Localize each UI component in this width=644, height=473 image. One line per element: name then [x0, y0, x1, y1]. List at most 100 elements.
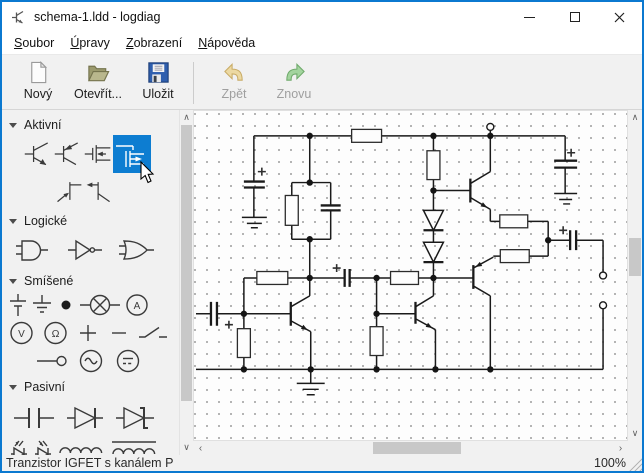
palette-row	[2, 135, 179, 184]
palette-row	[2, 438, 179, 455]
palette-ac-source[interactable]	[76, 348, 106, 374]
palette-diode[interactable]	[65, 400, 105, 436]
toolbar: Nový Otevřít... Uložit Zpět	[2, 54, 642, 110]
palette-igfet-n-channel[interactable]	[83, 137, 113, 171]
new-button[interactable]: Nový	[8, 59, 68, 101]
palette-photodiode[interactable]	[34, 438, 52, 455]
zoom-level: 100%	[594, 456, 626, 470]
palette-scrollbar-thumb[interactable]	[181, 125, 192, 401]
collapse-arrow-icon	[9, 218, 17, 224]
maximize-icon	[569, 12, 580, 22]
new-label: Nový	[23, 87, 53, 101]
palette-inductor-core[interactable]	[110, 438, 158, 455]
minimize-button[interactable]	[507, 2, 552, 32]
palette-jfet-p[interactable]	[84, 175, 114, 207]
scroll-up-icon[interactable]: ∧	[183, 112, 190, 122]
menubar: Soubor Úpravy Zobrazení Nápověda	[2, 32, 642, 54]
redo-label: Znovu	[276, 87, 312, 101]
canvas-area: ∧ ∨ ‹ ›	[193, 110, 642, 455]
main-area: Aktivní	[2, 110, 642, 455]
palette-inductor[interactable]	[58, 438, 104, 455]
menu-zobrazeni[interactable]: Zobrazení	[125, 36, 183, 50]
section-aktivni[interactable]: Aktivní	[2, 113, 179, 135]
open-folder-icon	[87, 65, 110, 82]
canvas-vscrollbar-thumb[interactable]	[629, 238, 641, 276]
undo-label: Zpět	[221, 87, 247, 101]
palette-row	[2, 347, 179, 375]
palette-battery-cell[interactable]	[8, 292, 28, 318]
scroll-down-icon[interactable]: ∨	[631, 428, 639, 438]
scroll-up-icon[interactable]: ∧	[631, 112, 639, 122]
collapse-arrow-icon	[9, 122, 17, 128]
window-controls	[507, 2, 642, 32]
canvas-hscrollbar-thumb[interactable]	[373, 442, 461, 454]
palette-led[interactable]	[10, 438, 28, 455]
status-message: Tranzistor IGFET s kanálem P	[6, 456, 174, 470]
menu-soubor[interactable]: Soubor	[14, 36, 55, 50]
open-button[interactable]: Otevřít...	[68, 59, 128, 101]
palette-ammeter[interactable]: A	[124, 292, 150, 318]
palette-terminal[interactable]	[35, 348, 69, 374]
titlebar: schema-1.ldd - logdiag	[2, 2, 642, 32]
canvas-horizontal-scrollbar[interactable]: ‹ ›	[193, 441, 628, 455]
section-logicke[interactable]: Logické	[2, 209, 179, 231]
menu-upravy[interactable]: Úpravy	[70, 36, 110, 50]
palette-or-gate[interactable]	[116, 235, 160, 265]
statusbar: Tranzistor IGFET s kanálem P 100%	[2, 455, 642, 471]
palette-dc-source[interactable]	[113, 348, 143, 374]
palette-igfet-p-channel[interactable]	[113, 135, 155, 184]
close-icon	[614, 12, 625, 22]
save-floppy-icon	[147, 62, 169, 83]
undo-arrow-icon	[223, 63, 243, 81]
palette-switch[interactable]	[138, 320, 168, 346]
terminal-top	[486, 122, 495, 132]
palette-scrollbar[interactable]: ∧ ∨	[179, 110, 193, 455]
palette-zener-diode[interactable]	[114, 400, 156, 436]
palette-minus[interactable]	[107, 320, 131, 346]
circuit-drawing	[195, 122, 608, 396]
menu-napoveda[interactable]: Nápověda	[198, 36, 256, 50]
palette-plus[interactable]	[76, 320, 100, 346]
minimize-icon	[524, 16, 535, 18]
canvas-vertical-scrollbar[interactable]: ∧ ∨	[628, 110, 642, 441]
palette-ohmmeter[interactable]: Ω	[42, 320, 69, 346]
open-label: Otevřít...	[74, 87, 122, 101]
mouse-cursor	[140, 161, 155, 184]
section-smisene[interactable]: Smíšené	[2, 269, 179, 291]
palette-row: A	[2, 291, 179, 319]
toolbar-separator	[193, 62, 194, 104]
palette-row	[2, 173, 179, 209]
redo-arrow-icon	[285, 63, 305, 81]
collapse-arrow-icon	[9, 384, 17, 390]
save-label: Uložit	[142, 87, 174, 101]
palette-row	[2, 231, 179, 269]
palette-lamp[interactable]	[78, 292, 122, 318]
close-button[interactable]	[597, 2, 642, 32]
palette-pnp-transistor[interactable]	[53, 137, 83, 171]
maximize-button[interactable]	[552, 2, 597, 32]
terminal-out2	[598, 301, 608, 310]
app-icon	[12, 10, 24, 24]
palette-row: V Ω	[2, 319, 179, 347]
new-document-icon	[30, 61, 47, 84]
redo-button[interactable]: Znovu	[264, 59, 324, 101]
schematic-canvas[interactable]	[193, 110, 628, 441]
palette-npn-transistor[interactable]	[23, 137, 53, 171]
palette-capacitor[interactable]	[12, 400, 56, 436]
palette-not-gate[interactable]	[64, 235, 108, 265]
scroll-down-icon[interactable]: ∨	[183, 442, 190, 452]
palette-jfet-n[interactable]	[54, 175, 84, 207]
scroll-right-icon[interactable]: ›	[618, 442, 623, 454]
undo-button[interactable]: Zpět	[204, 59, 264, 101]
svg-text:A: A	[134, 301, 141, 312]
palette-ground[interactable]	[30, 292, 54, 318]
palette-junction[interactable]	[56, 292, 76, 318]
section-pasivni[interactable]: Pasivní	[2, 375, 179, 397]
palette-row	[2, 397, 179, 438]
save-button[interactable]: Uložit	[128, 59, 188, 101]
palette-and-gate[interactable]	[12, 235, 56, 265]
svg-text:V: V	[18, 329, 25, 340]
scroll-left-icon[interactable]: ‹	[198, 442, 203, 454]
palette-voltmeter[interactable]: V	[8, 320, 35, 346]
